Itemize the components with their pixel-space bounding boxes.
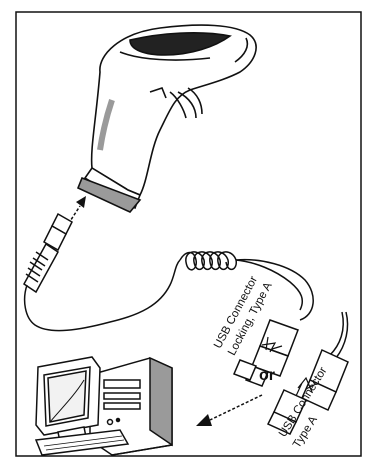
barcode-scanner-icon [78, 25, 256, 212]
connect-arrow-computer [196, 395, 262, 426]
cable [24, 214, 313, 331]
or-label: or [259, 367, 275, 385]
desktop-computer-icon [36, 357, 172, 455]
